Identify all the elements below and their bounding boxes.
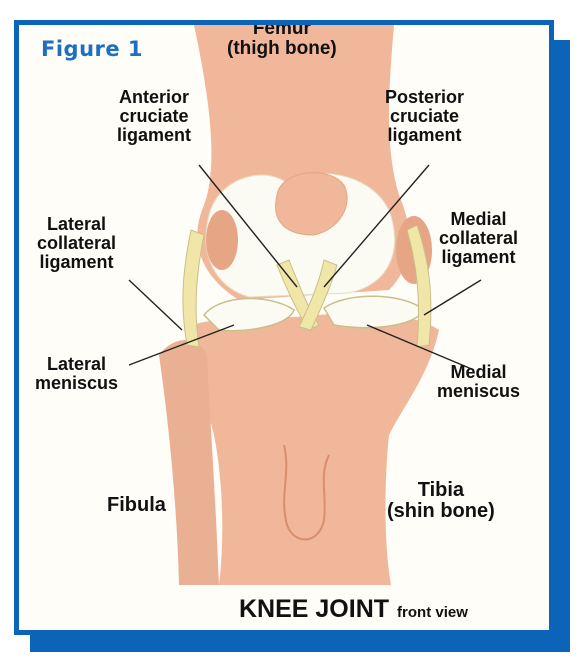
tibia-label-line1: Tibia — [387, 480, 495, 501]
mcl-leader — [424, 280, 481, 315]
mcl-label-line2: collateral — [439, 229, 518, 248]
fibula-label: Fibula — [107, 495, 166, 516]
caption-subtitle: front view — [397, 604, 468, 621]
pcl-label: Posterior cruciate ligament — [385, 88, 464, 145]
pcl-label-line1: Posterior — [385, 88, 464, 107]
lcl-label-line2: collateral — [37, 234, 116, 253]
lateral-meniscus-label-line1: Lateral — [35, 355, 118, 374]
mcl-label: Medial collateral ligament — [439, 210, 518, 267]
lcl-label-line1: Lateral — [37, 215, 116, 234]
mcl-label-line1: Medial — [439, 210, 518, 229]
tibia-bone — [193, 313, 439, 585]
tibia-label: Tibia (shin bone) — [387, 480, 495, 522]
lcl-label: Lateral collateral ligament — [37, 215, 116, 272]
patella-edge-left — [206, 210, 238, 270]
medial-meniscus-label: Medial meniscus — [437, 363, 520, 401]
diagram-caption: KNEE JOINT front view — [239, 595, 468, 624]
acl-label: Anterior cruciate ligament — [117, 88, 191, 145]
pcl-label-line3: ligament — [385, 126, 464, 145]
figure-frame: Figure 1 — [14, 20, 554, 635]
femur-label: Femur (thigh bone) — [227, 20, 337, 59]
knee-diagram — [19, 25, 549, 630]
medial-meniscus-label-line2: meniscus — [437, 382, 520, 401]
acl-label-line2: cruciate — [117, 107, 191, 126]
tibia-label-line2: (shin bone) — [387, 501, 495, 522]
acl-label-line3: ligament — [117, 126, 191, 145]
femur-label-line1: Femur — [227, 20, 337, 39]
lateral-meniscus-label-line2: meniscus — [35, 374, 118, 393]
lcl-label-line3: ligament — [37, 253, 116, 272]
medial-meniscus-label-line1: Medial — [437, 363, 520, 382]
caption-title: KNEE JOINT — [239, 595, 389, 623]
acl-label-line1: Anterior — [117, 88, 191, 107]
lcl-leader — [129, 280, 182, 330]
lateral-meniscus-label: Lateral meniscus — [35, 355, 118, 393]
femur-label-line2: (thigh bone) — [227, 39, 337, 59]
pcl-label-line2: cruciate — [385, 107, 464, 126]
mcl-label-line3: ligament — [439, 248, 518, 267]
